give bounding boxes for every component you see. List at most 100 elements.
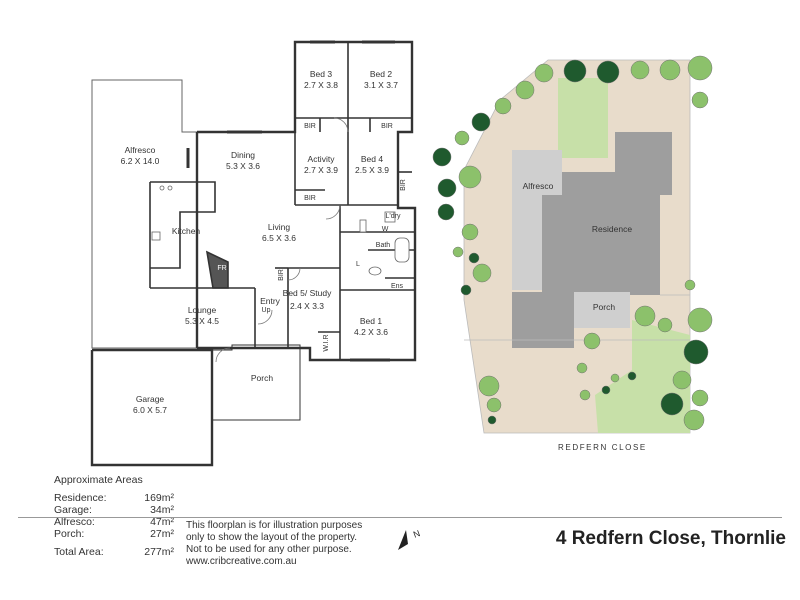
bir-label-bed3: BIR (304, 123, 316, 130)
tree-light-icon (486, 397, 502, 413)
laundry-label: L'dry (386, 213, 401, 220)
area-row-garage: Garage: 34m² (54, 504, 174, 516)
area-label: Total Area: (54, 546, 104, 558)
tree-light-icon (657, 317, 673, 333)
tree-light-icon (691, 389, 709, 407)
area-row-residence: Residence: 169m² (54, 492, 174, 504)
room-name-bed5: Bed 5/ Study (283, 288, 332, 298)
website-link[interactable]: www.cribcreative.com.au (186, 556, 297, 567)
divider-line (18, 517, 782, 518)
room-size-bed4: 2.5 X 3.9 (355, 165, 389, 175)
room-name-alfresco: Alfresco (125, 145, 156, 155)
tree-light-icon (494, 97, 512, 115)
tree-light-icon (458, 165, 482, 189)
washer-label: W (382, 226, 389, 233)
ensuite-label: Ens (391, 283, 404, 290)
floorplan-labels: Bed 3 2.7 X 3.8 Bed 2 3.1 X 3.7 Alfresco… (121, 69, 407, 415)
room-size-bed5: 2.4 X 3.3 (290, 301, 324, 311)
tree-light-icon (687, 307, 713, 333)
area-row-alfresco: Alfresco: 47m² (54, 516, 174, 528)
approximate-areas: Approximate Areas Residence: 169m² Garag… (54, 474, 174, 558)
area-label: Residence: (54, 492, 107, 504)
room-name-bed4: Bed 4 (361, 154, 383, 164)
area-label: Garage: (54, 504, 92, 516)
area-value: 47m² (150, 516, 174, 528)
tree-light-icon (684, 279, 696, 291)
bir-label-bed4: BIR (400, 179, 407, 191)
room-size-garage: 6.0 X 5.7 (133, 405, 167, 415)
street-name: REDFERN CLOSE (558, 443, 647, 452)
site-plan: Alfresco Residence Porch (432, 55, 713, 434)
north-arrow-icon: N (398, 528, 422, 550)
tree-dark-icon (683, 339, 709, 365)
tree-light-icon (472, 263, 492, 283)
property-address: 4 Redfern Close, Thornlie (555, 528, 786, 549)
tree-dark-icon (460, 284, 472, 296)
tree-light-icon (579, 389, 591, 401)
disclaimer: This floorplan is for illustration purpo… (186, 520, 406, 568)
tree-dark-icon (471, 112, 491, 132)
tree-light-icon (683, 409, 705, 431)
site-label-residence: Residence (592, 224, 632, 234)
tree-dark-icon (432, 147, 452, 167)
area-row-porch: Porch: 27m² (54, 528, 174, 540)
room-size-alfresco: 6.2 X 14.0 (121, 156, 160, 166)
room-size-lounge: 5.3 X 4.5 (185, 316, 219, 326)
building-porch (574, 292, 630, 328)
tree-light-icon (687, 55, 713, 81)
tree-light-icon (672, 370, 692, 390)
bath-label: Bath (376, 242, 391, 249)
room-name-kitchen: Kitchen (172, 226, 201, 236)
room-name-garage: Garage (136, 394, 165, 404)
tree-light-icon (583, 332, 601, 350)
tree-light-icon (634, 305, 656, 327)
room-name-lounge: Lounge (188, 305, 217, 315)
tree-dark-icon (627, 371, 637, 381)
area-label: Porch: (54, 528, 85, 540)
tree-light-icon (452, 246, 464, 258)
floorplan-and-site-plan: Bed 3 2.7 X 3.8 Bed 2 3.1 X 3.7 Alfresco… (90, 40, 713, 467)
room-size-bed1: 4.2 X 3.6 (354, 327, 388, 337)
area-row-total: Total Area: 277m² (54, 546, 174, 558)
area-value: 277m² (144, 546, 174, 558)
room-name-porch: Porch (251, 373, 273, 383)
area-value: 169m² (144, 492, 174, 504)
disclaimer-line: This floorplan is for illustration purpo… (186, 520, 363, 531)
fridge-label: FR (217, 265, 226, 272)
room-name-activity: Activity (308, 154, 336, 164)
lawn-top (558, 78, 608, 158)
entry-label: Entry (260, 296, 281, 306)
tree-light-icon (515, 80, 535, 100)
tree-dark-icon (437, 178, 457, 198)
room-size-living: 6.5 X 3.6 (262, 233, 296, 243)
tree-light-icon (630, 60, 650, 80)
tree-light-icon (454, 130, 470, 146)
up-label: Up (262, 307, 271, 314)
building-residence (542, 132, 672, 295)
building-garage (512, 292, 574, 348)
room-name-bed3: Bed 3 (310, 69, 332, 79)
tree-dark-icon (596, 60, 620, 84)
area-label: Alfresco: (54, 516, 95, 528)
areas-title: Approximate Areas (54, 474, 143, 486)
tree-dark-icon (660, 392, 684, 416)
tree-light-icon (659, 59, 681, 81)
room-size-bed2: 3.1 X 3.7 (364, 80, 398, 90)
room-name-bed2: Bed 2 (370, 69, 392, 79)
tree-dark-icon (468, 252, 480, 264)
room-name-living: Living (268, 222, 290, 232)
area-value: 27m² (150, 528, 174, 540)
room-size-dining: 5.3 X 3.6 (226, 161, 260, 171)
room-name-dining: Dining (231, 150, 255, 160)
tree-light-icon (610, 373, 620, 383)
bir-label-bed5: BIR (278, 269, 285, 281)
site-label-alfresco: Alfresco (523, 181, 554, 191)
tree-light-icon (534, 63, 554, 83)
north-letter: N (412, 528, 422, 540)
bir-label-bed2: BIR (381, 123, 393, 130)
tree-light-icon (691, 91, 709, 109)
tree-dark-icon (563, 59, 587, 83)
house-walls (90, 40, 417, 467)
disclaimer-line: only to show the layout of the property. (186, 532, 358, 543)
tree-light-icon (461, 223, 479, 241)
